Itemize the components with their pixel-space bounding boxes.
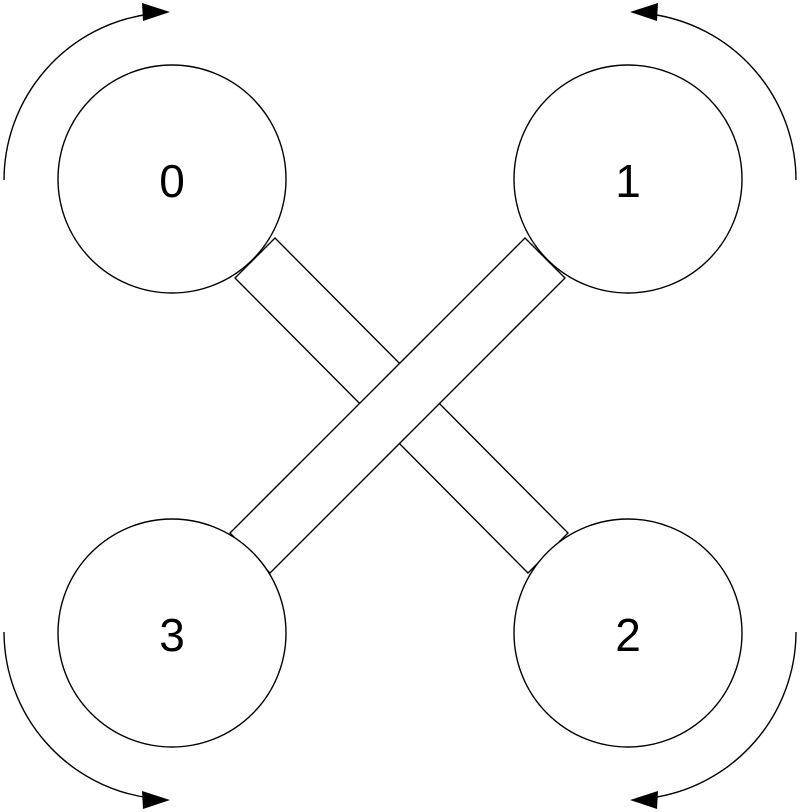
rotor-2-spin-arrow-icon: [630, 631, 797, 809]
arm-1-3: [229, 237, 566, 574]
rotor-0-spin-arrow-icon: [3, 3, 170, 181]
rotor-2-label: 2: [615, 609, 641, 661]
rotor-0-label: 0: [159, 155, 185, 207]
rotor-3-label: 3: [159, 609, 185, 661]
rotor-1-label: 1: [615, 155, 641, 207]
rotor-3: 3: [57, 518, 287, 748]
rotor-3-spin-arrow-icon: [3, 631, 170, 809]
rotor-2: 2: [513, 518, 743, 748]
rotor-1: 1: [513, 64, 743, 294]
rotor-0: 0: [57, 64, 287, 294]
rotor-2-circle: [513, 518, 743, 748]
rotor-3-circle: [57, 518, 287, 748]
rotor-1-circle: [513, 64, 743, 294]
rotor-1-spin-arrow-icon: [630, 3, 797, 181]
rotor-0-circle: [57, 64, 287, 294]
